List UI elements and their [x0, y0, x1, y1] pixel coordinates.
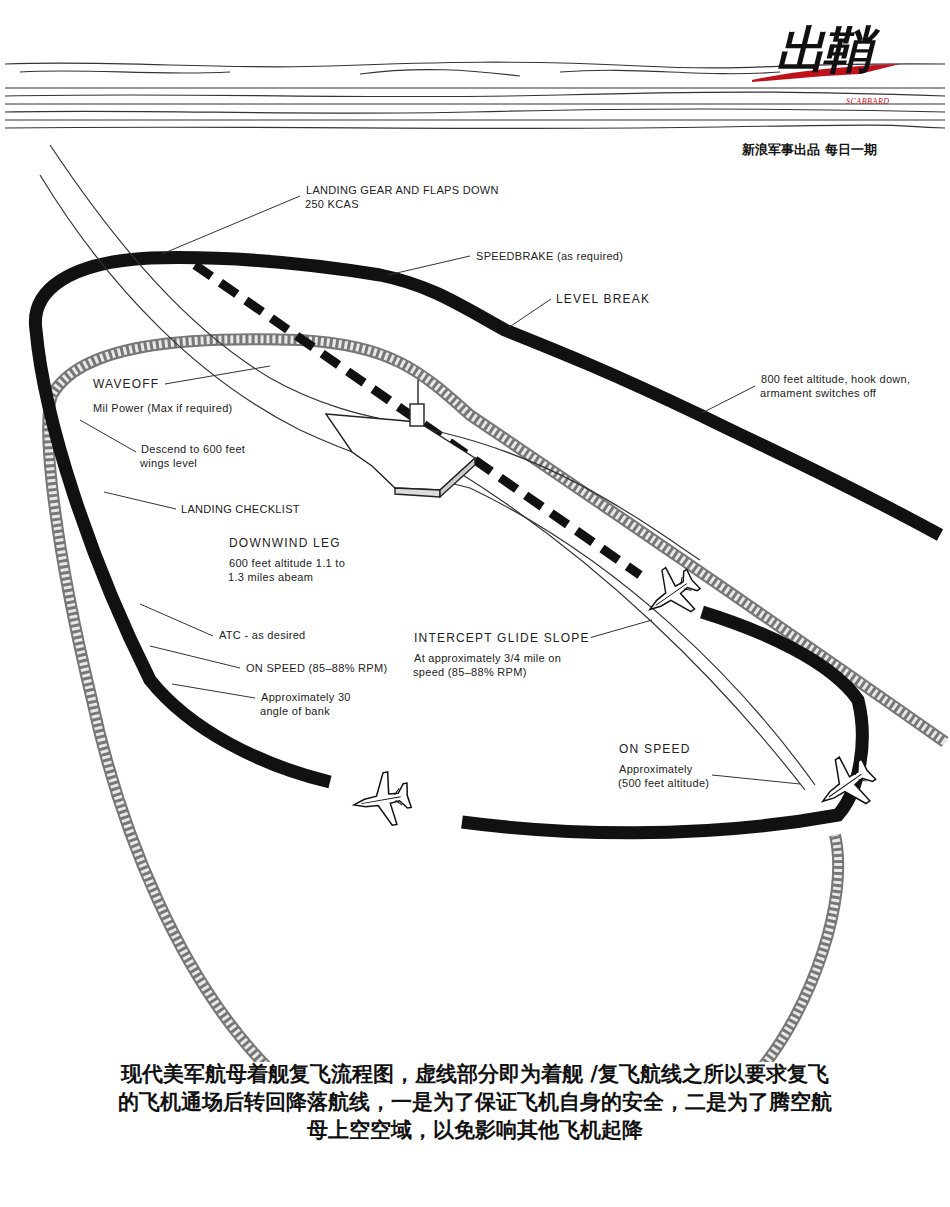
text-patch: 800 feet altitude, hook down, armament s… — [760, 373, 910, 399]
landing-line — [195, 265, 640, 575]
jet — [349, 769, 413, 831]
text-patch: 现代美军航母着舰复飞流程图，虚线部分即为着舰 /复飞航线之所以要求复飞的飞机通场… — [118, 1062, 832, 1142]
callout-text: Mil Power (Max if required) — [92, 401, 262, 415]
text-patch: At approximately 3/4 mile on speed (85–8… — [413, 652, 561, 678]
text-patch: SPEEDBRAKE (as required) — [475, 250, 624, 262]
callout-heading: WAVEOFF — [92, 377, 172, 391]
text-patch: LANDING CHECKLIST — [180, 503, 301, 515]
flight-paths — [40, 145, 815, 790]
jet — [635, 558, 707, 630]
text-patch: LANDING GEAR AND FLAPS DOWN 250 KCAS — [305, 184, 499, 210]
watermark-logo: 出鞘 — [776, 22, 916, 78]
callout-text: At approximately 3/4 mile on speed (85–8… — [413, 651, 578, 679]
leader-lines — [80, 196, 800, 784]
aircraft-carrier — [326, 380, 475, 497]
callout-text: SPEEDBRAKE (as required) — [475, 249, 665, 263]
leg-heading: DOWNWIND LEG — [228, 536, 368, 550]
text-patch: Approximately 30 angle of bank — [260, 691, 351, 717]
text-patch: Descend to 600 feet wings level — [140, 443, 245, 469]
text-patch: ON SPEED — [618, 742, 692, 756]
caption: 现代美军航母着舰复飞流程图，虚线部分即为着舰 /复飞航线之所以要求复飞的飞机通场… — [118, 1060, 832, 1144]
text-patch: WAVEOFF — [92, 377, 160, 391]
callout-text: ON SPEED (85–88% RPM) — [245, 661, 405, 675]
text-patch: LEVEL BREAK — [555, 292, 651, 306]
text-patch: ON SPEED (85–88% RPM) — [245, 662, 388, 674]
callout-text: 600 feet altitude 1.1 to 1.3 miles abeam — [228, 556, 358, 584]
text-patch: INTERCEPT GLIDE SLOPE — [413, 631, 591, 645]
jet — [807, 747, 883, 823]
callout-text: ATC - as desired — [218, 628, 358, 642]
watermark-source: 新浪军事出品 每日一期 — [742, 141, 922, 159]
callout-text: 800 feet altitude, hook down, armament s… — [760, 372, 938, 400]
callout-text: LANDING CHECKLIST — [180, 502, 320, 516]
text-patch: Approximately (500 feet altitude) — [618, 763, 710, 789]
text-patch: Mil Power (Max if required) — [92, 402, 234, 414]
text-patch: 600 feet altitude 1.1 to 1.3 miles abeam — [228, 557, 345, 583]
callout-heading: ON SPEED — [618, 742, 728, 756]
callout-text: Descend to 600 feet wings level — [140, 442, 270, 470]
callout-heading: INTERCEPT GLIDE SLOPE — [413, 631, 613, 645]
watermark-logo-sub: SCABBARD — [846, 97, 906, 106]
callout-text: LEVEL BREAK — [555, 292, 675, 306]
landing-pattern — [35, 258, 940, 833]
text-patch: DOWNWIND LEG — [228, 536, 342, 550]
text-patch: ATC - as desired — [218, 629, 307, 641]
callout-text: LANDING GEAR AND FLAPS DOWN 250 KCAS — [305, 183, 500, 211]
callout-text: Approximately (500 feet altitude) — [618, 762, 718, 790]
callout-text: Approximately 30 angle of bank — [260, 690, 375, 718]
